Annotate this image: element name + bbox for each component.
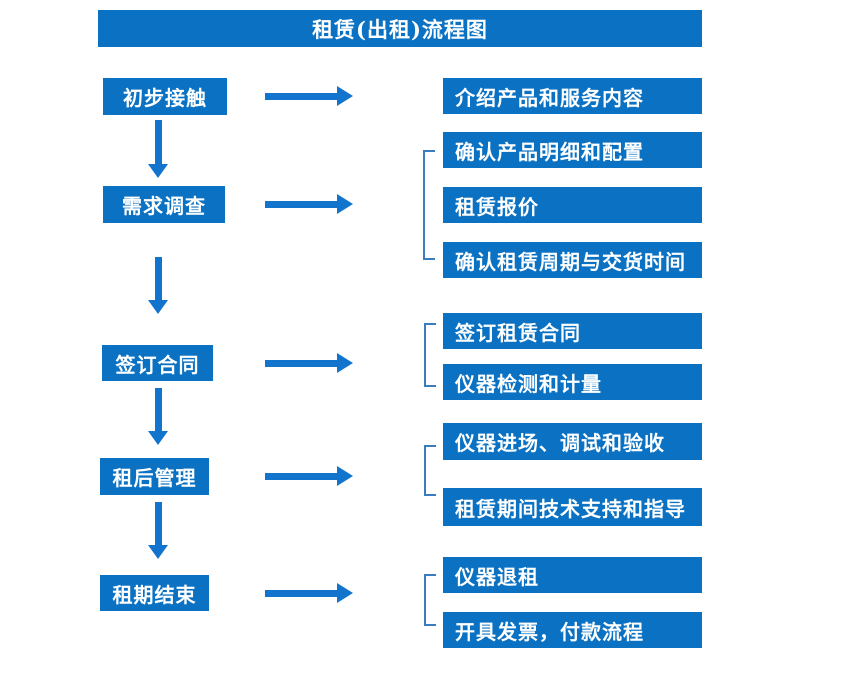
stage-demand-survey: 需求调查 <box>103 186 225 223</box>
arrow-down-icon <box>148 388 169 445</box>
detail-box: 仪器进场、调试和验收 <box>443 423 702 460</box>
arrow-right-icon <box>265 583 353 603</box>
detail-box: 确认租赁周期与交货时间 <box>443 242 702 278</box>
stage-rental-end: 租期结束 <box>100 575 209 611</box>
detail-box: 租赁报价 <box>443 187 702 223</box>
stage-sign-contract: 签订合同 <box>102 345 213 381</box>
detail-box: 仪器退租 <box>443 557 702 593</box>
arrow-down-icon <box>148 120 169 178</box>
detail-box: 租赁期间技术支持和指导 <box>443 488 702 526</box>
detail-box: 仪器检测和计量 <box>443 364 702 400</box>
bracket-line <box>424 445 436 496</box>
detail-box: 介绍产品和服务内容 <box>443 78 702 114</box>
flowchart-title: 租赁(出租)流程图 <box>98 10 702 47</box>
arrow-down-icon <box>148 502 169 559</box>
arrow-down-icon <box>148 257 169 314</box>
stage-initial-contact: 初步接触 <box>103 78 227 115</box>
detail-box: 开具发票，付款流程 <box>443 612 702 648</box>
stage-post-rental-management: 租后管理 <box>100 458 209 495</box>
arrow-right-icon <box>265 353 353 373</box>
arrow-right-icon <box>265 466 353 486</box>
arrow-right-icon <box>265 194 353 214</box>
arrow-right-icon <box>265 86 353 106</box>
bracket-line <box>423 150 435 260</box>
detail-box: 确认产品明细和配置 <box>443 132 702 168</box>
detail-box: 签订租赁合同 <box>443 313 702 349</box>
bracket-line <box>424 574 436 626</box>
bracket-line <box>424 323 436 387</box>
